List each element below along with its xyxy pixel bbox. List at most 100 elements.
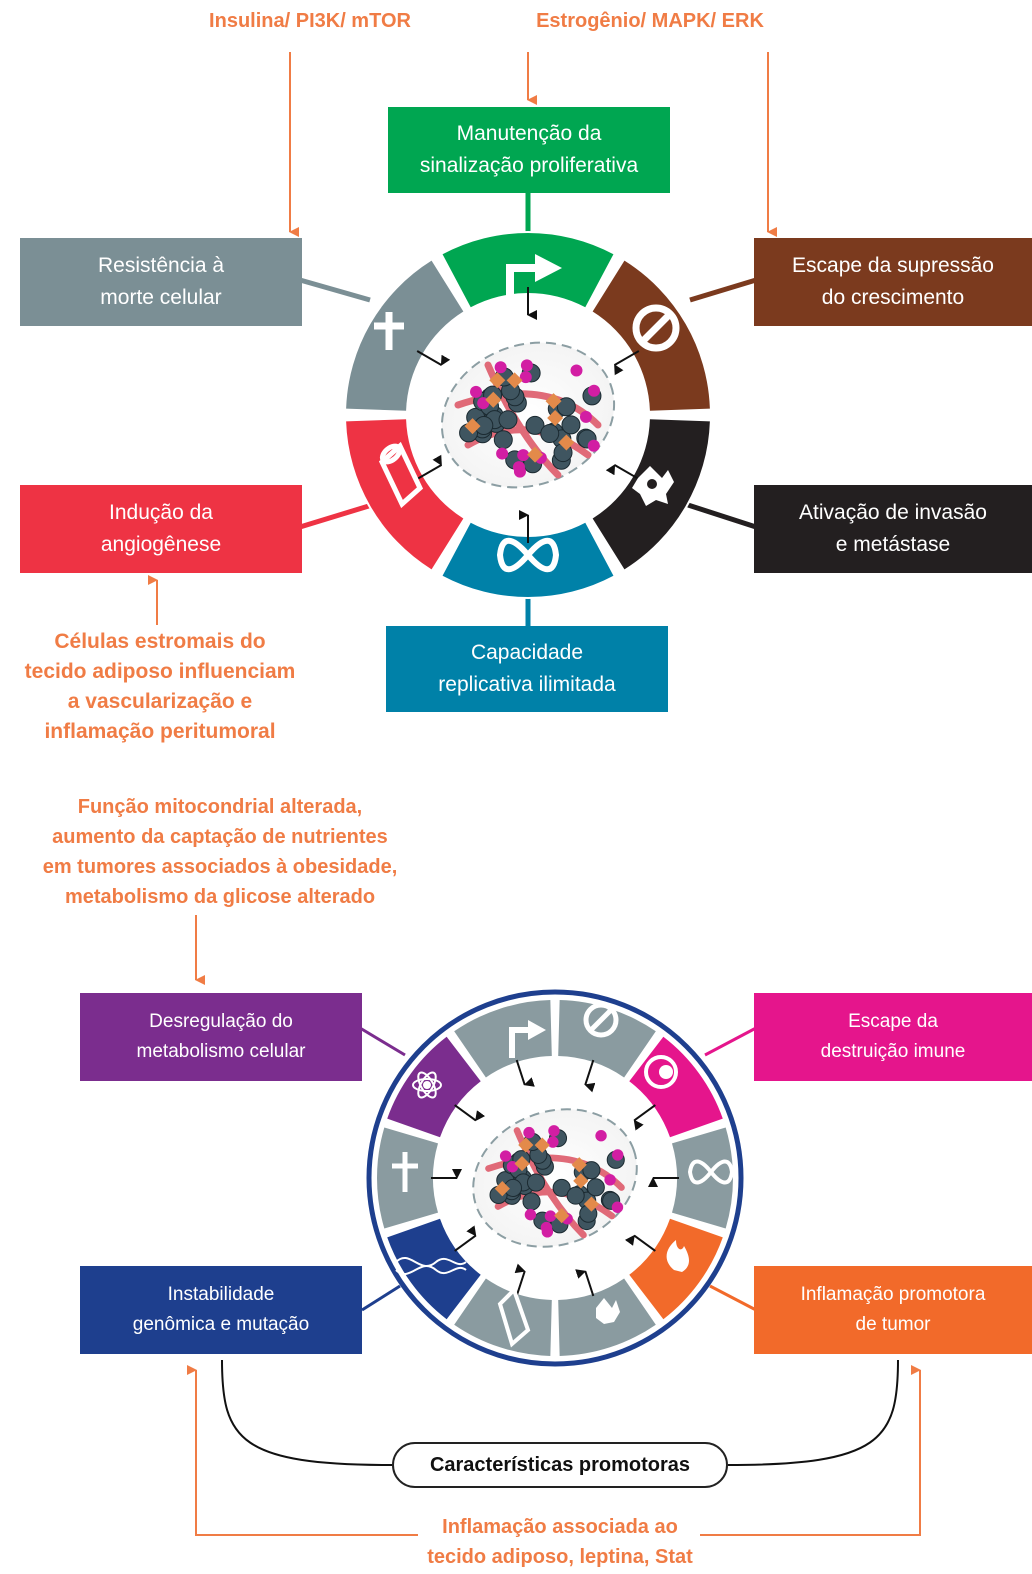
segment-growth-suppression — [558, 1000, 656, 1078]
immune-cell — [494, 361, 507, 374]
connector-metabolism — [359, 1026, 406, 1057]
fibroblast — [464, 418, 481, 435]
no-entry-icon — [632, 304, 680, 352]
fibroblast — [489, 372, 506, 389]
tumor-illustration — [440, 341, 616, 489]
metabolism-note: Função mitocondrial alterada, aumento da… — [42, 796, 398, 908]
immune-cell-icon — [644, 1055, 678, 1089]
segment-replicative — [442, 522, 614, 597]
cell-death-box — [20, 238, 302, 326]
replicative-box — [386, 626, 668, 712]
inward-arrow — [633, 1104, 656, 1131]
fibroblast — [485, 391, 502, 408]
inflammation-note: Inflamação associada ao tecido adiposo, … — [427, 1516, 693, 1568]
segment-cell-death — [346, 260, 464, 411]
inflammation-arrow-right — [700, 1365, 921, 1536]
dna-icon — [395, 1256, 467, 1276]
connector-growth — [689, 277, 757, 303]
invasive-cell-icon — [632, 466, 674, 506]
tumor-cell — [566, 1186, 585, 1205]
segment-replicative — [671, 1127, 733, 1229]
inflammation-box — [754, 1266, 1032, 1354]
immune-cell — [588, 384, 601, 397]
segment-proliferative — [454, 1000, 552, 1078]
immune-cell — [523, 1126, 535, 1139]
immune-box — [754, 993, 1032, 1081]
fibroblast — [527, 446, 544, 463]
tumor-cell — [498, 410, 518, 430]
vessel-icon — [378, 441, 424, 509]
enabling-bracket — [221, 1359, 899, 1466]
immune-cell — [541, 1226, 554, 1238]
fibroblast — [545, 393, 562, 410]
inward-arrow — [575, 1269, 595, 1297]
cross-icon — [392, 1152, 418, 1192]
inward-arrow — [614, 350, 640, 376]
insulin-label: Insulina/ PI3K/ mTOR — [209, 10, 411, 32]
fibroblast — [554, 1208, 570, 1224]
tumor-cell — [525, 415, 545, 435]
connector-inflammation — [709, 1284, 757, 1312]
bottom-diagram — [80, 915, 1032, 1536]
tumor-cell — [582, 1161, 601, 1180]
inward-arrow — [416, 454, 442, 480]
stromal-note: Células estromais do tecido adiposo infl… — [24, 630, 296, 743]
atom-icon — [412, 1071, 442, 1099]
inward-arrow — [584, 1059, 596, 1093]
immune-cell — [612, 1149, 624, 1161]
tumor-cell — [552, 1178, 571, 1197]
immune-cell — [548, 1125, 560, 1137]
fibroblast — [583, 1196, 600, 1212]
immune-cell — [570, 364, 583, 377]
immune-cell — [595, 1130, 607, 1142]
fibroblast — [571, 1157, 587, 1173]
segment-cell-death — [377, 1127, 439, 1229]
segment-angiogenesis — [346, 419, 464, 570]
inward-arrow — [515, 1059, 535, 1087]
estrogen-label: Estrogênio/ MAPK/ ERK — [536, 10, 764, 32]
inward-arrow — [454, 1225, 477, 1252]
immune-cell — [520, 359, 533, 372]
inward-arrow — [454, 1104, 486, 1122]
enabling-characteristics-label: Características promotoras — [392, 1442, 728, 1488]
tumor-cell — [561, 415, 581, 435]
invasive-cell-icon — [596, 1298, 620, 1324]
tumor-cell — [522, 1192, 541, 1211]
immune-cell — [547, 1136, 559, 1148]
proliferation-arrow-icon — [506, 254, 562, 310]
fibroblast — [506, 372, 523, 389]
proliferation-arrow-icon — [509, 1020, 546, 1058]
inflammation-arrow-left — [187, 1365, 418, 1536]
inward-arrows — [416, 287, 640, 543]
angiogenesis-box — [20, 485, 302, 573]
immune-cell — [604, 1174, 616, 1186]
immune-cell — [611, 1201, 624, 1213]
fibroblast — [573, 1173, 589, 1189]
connector-invasion — [687, 502, 757, 530]
proliferative-box — [388, 107, 670, 193]
genomic-box — [80, 1266, 362, 1354]
connector-angiogenesis — [299, 502, 373, 530]
cross-icon — [374, 312, 404, 350]
immune-cell — [587, 439, 600, 452]
tumor-cell — [540, 424, 560, 444]
immune-cell — [579, 410, 592, 423]
tumor-cell — [526, 1173, 546, 1192]
fibroblast — [534, 1137, 550, 1153]
immune-cell — [513, 465, 526, 478]
invasion-box — [754, 485, 1032, 573]
vessel-icon — [497, 1286, 531, 1348]
fibroblast — [518, 1137, 534, 1153]
connector-immune — [704, 1026, 757, 1057]
immune-cell — [544, 1210, 557, 1222]
tumor-cell — [493, 430, 513, 450]
inward-arrow — [416, 350, 451, 366]
infinity-icon — [496, 537, 560, 573]
